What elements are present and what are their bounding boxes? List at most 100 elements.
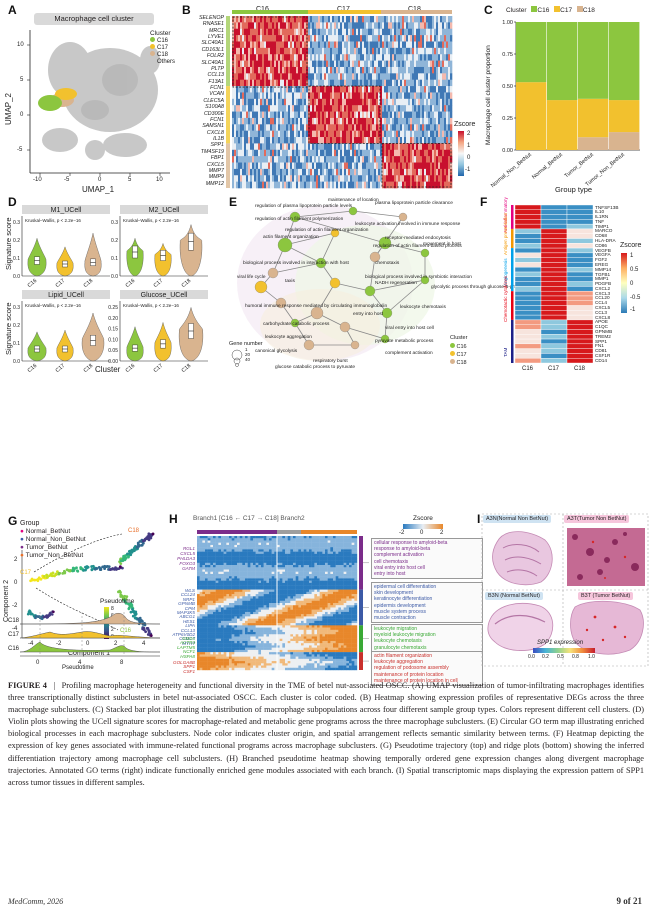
ridge [19, 631, 161, 639]
heat-cell [540, 209, 568, 215]
x-tick: 0 [98, 177, 102, 183]
gene-label: CD68 [595, 233, 607, 239]
heat-cell [540, 267, 568, 273]
sample-label: B3T (Tumor BetNut) [578, 592, 634, 600]
heat-cell [514, 338, 542, 345]
size-tick: 1 [245, 347, 248, 352]
x-tick: 4 [142, 641, 146, 647]
go-term-label: biological process involved in interacti… [243, 261, 349, 266]
legend-item: ● Normal_BetNut [20, 528, 71, 535]
cluster-bar [308, 10, 381, 14]
gene-label: CXCL3 [595, 290, 611, 296]
zscore-colorbar [403, 524, 443, 529]
stat-label: Kruskal–Wallis, p < 2.2e−16 [25, 303, 81, 308]
tissue-b3t [570, 600, 644, 655]
go-node [420, 275, 430, 285]
scale-tick: 0.5 [557, 654, 564, 660]
gene-label: TGFB1 [595, 271, 611, 277]
sample-label: A3T(Tumor Non BetNut) [564, 515, 630, 523]
go-module-term: myeloid leukocyte migration [374, 632, 436, 639]
gene-label: SLC40A1 [201, 40, 224, 47]
go-term-label: leukocyte aggregation [265, 335, 312, 340]
stacked-legend: Cluster C16 C17 C18 [506, 6, 595, 14]
go-node [364, 285, 376, 297]
go-term-label: movement in host [423, 242, 461, 247]
y-axis-label: UMAP_2 [4, 92, 13, 125]
x-tick: 10 [156, 177, 163, 183]
bar-segment-c18 [609, 132, 640, 150]
go-module-term: regulation of podosome assembly [374, 665, 449, 672]
gene-label: CXCL5 [595, 305, 611, 311]
go-node [277, 237, 293, 253]
gene-label: SELENOP [198, 15, 224, 21]
pseudotime-tick: 8 [111, 606, 114, 612]
go-node [398, 212, 408, 222]
panel-label: H [169, 512, 178, 526]
heat-cell [540, 238, 568, 244]
x-tick: 5 [128, 177, 132, 183]
y-tick: 0 [20, 112, 24, 118]
ridge [19, 613, 161, 625]
go-term-label: actin filament organization [263, 235, 319, 240]
y-tick: 0.20 [108, 316, 118, 322]
heat-cell [514, 348, 542, 354]
gene-label: GOLGA8B [173, 660, 195, 665]
heat-cell [566, 243, 594, 249]
heat-cell [540, 338, 568, 345]
go-term-label: canonical glycolysis [255, 349, 298, 354]
gene-label: FOXO3 [179, 561, 195, 566]
legend-label: C18 [456, 360, 467, 366]
go-module-term: complement activation [374, 552, 424, 559]
heat-cell [566, 358, 594, 364]
gene-label: NCF1 [183, 649, 195, 655]
go-term-label: regulation of plasma lipoprotein particl… [255, 204, 353, 209]
x-tick: 0 [86, 641, 90, 647]
go-term-label: regulation of actin filament polymerizat… [255, 217, 344, 222]
heat-cell [540, 314, 568, 321]
heat-cell [514, 324, 542, 330]
heat-cell [540, 348, 568, 354]
umap-legend: Cluster C16 C17 C18 Others [150, 30, 175, 65]
gene-label: CD81 [595, 348, 607, 354]
heat-cell [514, 257, 542, 263]
gene-label: EREG [595, 261, 609, 267]
x-axis-label: UMAP_1 [82, 185, 115, 194]
gene-label: TM4SF19 [200, 148, 224, 155]
heat-cell [540, 324, 568, 330]
zscore-tick: 0 [630, 281, 634, 287]
col-label: C16 [522, 366, 534, 372]
violin-title: Lipid_UCell [48, 292, 84, 299]
heat-cell [514, 290, 542, 297]
branched-heatmap [197, 530, 369, 671]
gene-label: CSF1R [595, 352, 611, 358]
ridge [19, 641, 161, 653]
gene-label: CD14 [595, 357, 607, 363]
ridge-label: C18 [8, 618, 20, 624]
y-tick: 0.3 [13, 220, 20, 226]
col-label: C17 [548, 366, 560, 372]
zscore-colorbar [458, 131, 464, 176]
zscore-tick: 2 [440, 530, 444, 536]
stat-label: Kruskal–Wallis, p < 2.2e−16 [25, 218, 81, 223]
bar-segment-c17 [516, 82, 547, 150]
caption-text: (A) UMAP visualization of tumor-infiltra… [8, 681, 645, 787]
gene-label: LAPTM5 [177, 644, 195, 650]
go-module-term: cellular response to amyloid-beta [374, 540, 448, 546]
x-tick: C16 [125, 278, 137, 289]
y-tick: -2 [12, 603, 18, 609]
x-tick: -2 [56, 641, 62, 647]
legend-item: C18 [150, 51, 175, 58]
heatmap-f [511, 204, 594, 364]
go-node [381, 307, 393, 319]
x-tick: C17 [153, 363, 165, 374]
x-tick: C16 [27, 278, 39, 289]
legend-item: C18 [450, 359, 467, 366]
go-term-label: entry into host [353, 312, 384, 317]
size-legend-title: Gene number [229, 341, 263, 347]
go-term-label: maintenance of location [328, 198, 379, 203]
group-label: Antigen presentation [503, 212, 508, 255]
legend-title: Cluster [150, 30, 171, 37]
zscore-tick: -0.5 [630, 295, 641, 301]
cluster-legend-title: Cluster [450, 335, 468, 341]
